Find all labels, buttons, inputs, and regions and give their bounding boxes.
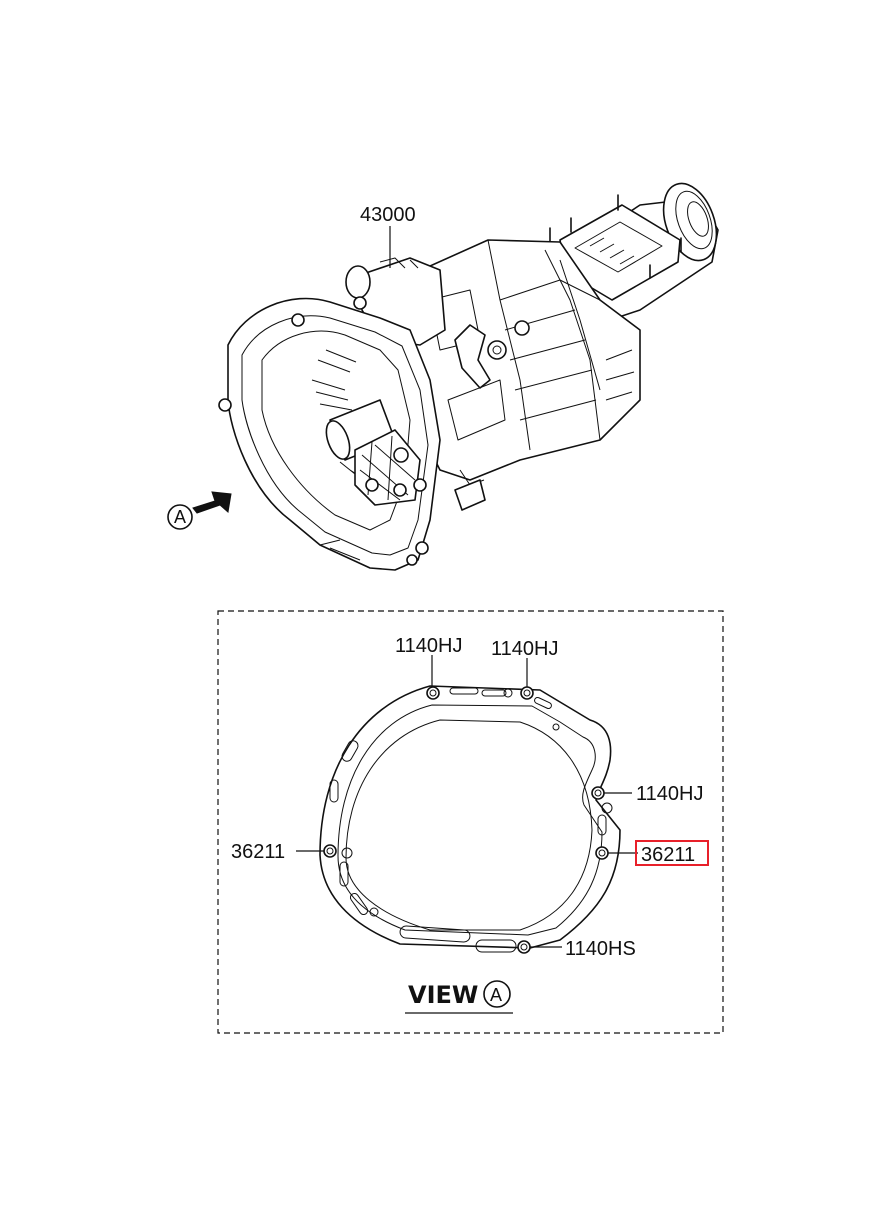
- adapter-plate-gasket: [319, 685, 621, 954]
- label-bolt-right: 1140HJ: [636, 783, 703, 805]
- label-pin-right: 36211: [641, 844, 695, 866]
- view-arrow-icon: [192, 491, 232, 514]
- part-number-label: 43000: [360, 204, 416, 226]
- view-a-marker: A: [167, 491, 232, 530]
- transmission-assembly-illustration: [218, 182, 719, 571]
- label-bolt-top-right: 1140HJ: [491, 638, 558, 660]
- label-pin-left: 36211: [231, 841, 285, 863]
- view-title-text: VIEW: [408, 981, 478, 1009]
- label-bolt-bottom: 1140HS: [565, 938, 636, 960]
- leader-lines: [296, 655, 638, 948]
- view-marker-letter: A: [174, 507, 186, 527]
- dashed-frame: [217, 610, 724, 1034]
- callout-43000: 43000: [360, 204, 416, 268]
- view-title: VIEW A: [405, 980, 513, 1014]
- view-title-letter: A: [490, 985, 502, 1005]
- view-a-detail-box: 1140HJ 1140HJ 1140HJ 36211 36211 1140HS …: [217, 610, 724, 1034]
- highlight-box: [635, 840, 709, 866]
- label-bolt-top-left: 1140HJ: [395, 635, 462, 657]
